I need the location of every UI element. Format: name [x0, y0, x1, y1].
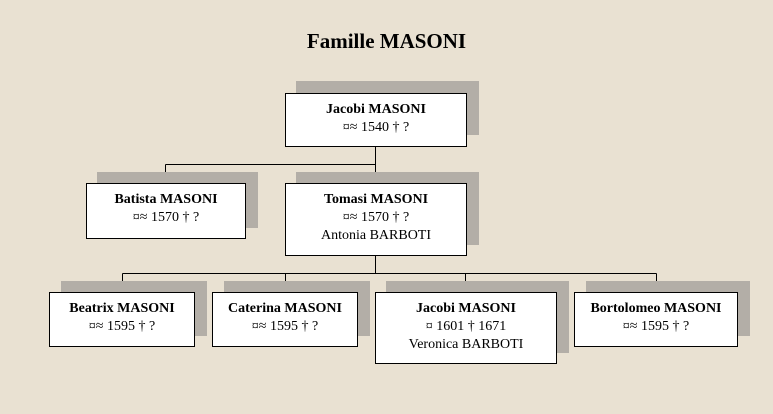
node-batista[interactable]: Batista MASONI ¤≈ 1570 † ?: [86, 183, 246, 239]
person-name: Batista MASONI: [114, 192, 218, 207]
person-name: Tomasi MASONI: [323, 192, 429, 207]
node-beatrix[interactable]: Beatrix MASONI ¤≈ 1595 † ?: [49, 292, 195, 347]
person-name: Bortolomeo MASONI: [590, 301, 722, 316]
person-name: Caterina MASONI: [228, 301, 342, 316]
person-dates: ¤≈ 1595 † ?: [88, 319, 156, 334]
spouse-name: Veronica BARBOTI: [408, 337, 524, 352]
person-dates: ¤≈ 1540 † ?: [342, 120, 410, 135]
person-dates: ¤ 1601 † 1671: [425, 319, 507, 334]
person-dates: ¤≈ 1570 † ?: [342, 210, 410, 225]
person-dates: ¤≈ 1595 † ?: [251, 319, 319, 334]
person-name: Jacobi MASONI: [416, 301, 516, 316]
spouse-name: Antonia BARBOTI: [320, 228, 432, 243]
person-dates: ¤≈ 1595 † ?: [622, 319, 690, 334]
node-tomasi[interactable]: Tomasi MASONI ¤≈ 1570 † ? Antonia BARBOT…: [285, 183, 467, 256]
node-jacobi-1540[interactable]: Jacobi MASONI ¤≈ 1540 † ?: [285, 93, 467, 147]
node-caterina[interactable]: Caterina MASONI ¤≈ 1595 † ?: [212, 292, 358, 347]
diagram-title: Famille MASONI: [306, 29, 467, 53]
node-bortolomeo[interactable]: Bortolomeo MASONI ¤≈ 1595 † ?: [574, 292, 738, 347]
node-jacobi-1601[interactable]: Jacobi MASONI ¤ 1601 † 1671 Veronica BAR…: [375, 292, 557, 364]
person-dates: ¤≈ 1570 † ?: [132, 210, 200, 225]
person-name: Beatrix MASONI: [69, 301, 175, 316]
person-name: Jacobi MASONI: [326, 102, 426, 117]
